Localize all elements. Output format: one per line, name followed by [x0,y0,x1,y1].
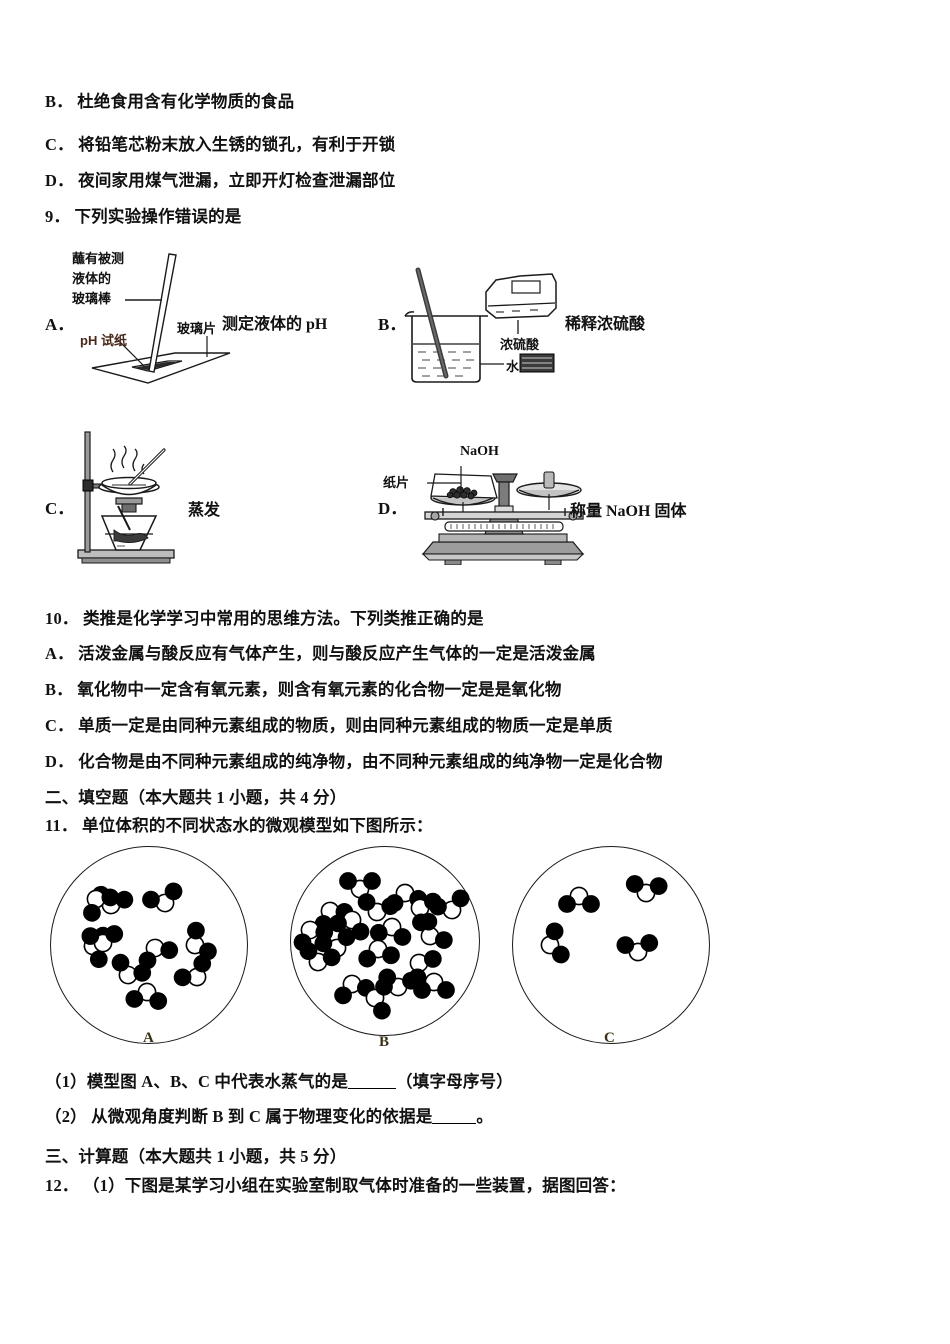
question8-option-d: D． 夜间家用煤气泄漏，立即开灯检查泄漏部位 [45,167,395,191]
answer-blank-2[interactable] [432,1109,477,1124]
question10-option-a: A． 活泼金属与酸反应有气体产生，则与酸反应产生气体的一定是活泼金属 [45,640,596,664]
glass-plate-label: 玻璃片 [177,321,217,336]
option-a-caption: 测定液体的 pH [222,316,328,333]
option-d-mark: D． [378,499,408,518]
option-text: 将铅笔芯粉末放入生锈的锁孔，有利于开锁 [78,135,396,154]
option-b-caption: 稀释浓硫酸 [565,316,646,333]
option-text: 氧化物中一定含有氧元素，则含有氧元素的化合物一定是是氧化物 [77,680,562,699]
balance-svg [421,466,585,566]
option-text: 单质一定是由同种元素组成的物质，则由同种元素组成的物质一定是单质 [78,716,613,735]
question8-option-b: B． 杜绝食用含有化学物质的食品 [45,88,294,112]
option-letter: B． [45,92,73,111]
question11-sub2: （2） 从微观角度判断 B 到 C 属于物理变化的依据是 。 [45,1103,493,1127]
option-letter: C． [45,716,74,735]
ph-rod-label-line2: 液体的 [72,271,112,286]
question-number: 11． [45,816,78,835]
question11-stem: 11． 单位体积的不同状态水的微观模型如下图所示： [45,812,433,836]
question12-stem: 12． （1）下图是某学习小组在实验室制取气体时准备的一些装置，据图回答： [45,1172,626,1196]
option-letter: C． [45,135,74,154]
ph-paper-label: pH 试纸 [80,333,127,348]
sub1-prefix: （1）模型图 A、B、C 中代表水蒸气的是 [45,1072,349,1091]
concentrated-acid-label: 浓硫酸 [500,337,540,352]
option-text: 活泼金属与酸反应有气体产生，则与酸反应产生气体的一定是活泼金属 [78,644,596,663]
question-text: 单位体积的不同状态水的微观模型如下图所示： [82,816,433,835]
answer-blank-1[interactable] [348,1074,397,1089]
option-a-mark: A． [45,315,75,334]
model-a-label: A [143,1030,154,1046]
question9-stem: 9． 下列实验操作错误的是 [45,203,241,227]
paper-sheet-label: 纸片 [383,475,410,490]
balance-weighing-diagram: NaOH 纸片 [383,444,605,566]
question-number: 10． [45,609,79,628]
acid-dilution-diagram: 浓硫酸 水 [400,248,580,388]
option-letter: A． [45,644,74,663]
sub1-suffix: （填字母序号） [396,1072,513,1091]
option-text: 化合物是由不同种元素组成的纯净物，由不同种元素组成的纯净物一定是化合物 [78,752,663,771]
molecule-model-c [512,846,710,1044]
question-text: （1）下图是某学习小组在实验室制取气体时准备的一些装置，据图回答： [82,1176,626,1195]
evaporation-diagram [72,430,202,565]
section3-heading: 三、计算题（本大题共 1 小题，共 5 分） [45,1147,347,1166]
molecule-model-b [290,846,480,1036]
question8-option-c: C． 将铅笔芯粉末放入生锈的锁孔，有利于开锁 [45,131,395,155]
sub2-suffix: 。 [476,1107,494,1126]
evaporation-svg [77,431,175,564]
water-label: 水 [506,359,520,374]
acid-dilution-svg [404,267,557,383]
option-c-mark: C． [45,499,75,518]
question-number: 9． [45,207,71,226]
question-number: 12． [45,1176,79,1195]
question11-sub1: （1）模型图 A、B、C 中代表水蒸气的是 （填字母序号） [45,1068,513,1092]
question10-stem: 10． 类推是化学学习中常用的思维方法。下列类推正确的是 [45,605,484,629]
question-text: 下列实验操作错误的是 [74,207,242,226]
ph-measurement-diagram: 蘸有被测 液体的 玻璃棒 pH 试纸 玻璃片 [70,240,310,390]
question10-option-d: D． 化合物是由不同种元素组成的纯净物，由不同种元素组成的纯净物一定是化合物 [45,748,663,772]
question10-option-b: B． 氧化物中一定含有氧元素，则含有氧元素的化合物一定是是氧化物 [45,676,562,700]
option-d-caption: 称量 NaOH 固体 [570,503,687,520]
option-letter: B． [45,680,73,699]
model-c-label: C [604,1030,615,1046]
option-letter: D． [45,171,74,190]
question-text: 类推是化学学习中常用的思维方法。下列类推正确的是 [82,609,484,628]
option-letter: D． [45,752,74,771]
model-b-label: B [379,1034,390,1050]
naoh-label: NaOH [460,444,499,459]
section2-heading: 二、填空题（本大题共 1 小题，共 4 分） [45,788,347,807]
ph-rod-label-line3: 玻璃棒 [72,291,112,306]
option-b-mark: B． [378,315,407,334]
question10-option-c: C． 单质一定是由同种元素组成的物质，则由同种元素组成的物质一定是单质 [45,712,613,736]
option-text: 杜绝食用含有化学物质的食品 [77,92,295,111]
sub2-prefix: （2） 从微观角度判断 B 到 C 属于物理变化的依据是 [45,1107,433,1126]
ph-rod-label-line1: 蘸有被测 [72,251,125,266]
option-text: 夜间家用煤气泄漏，立即开灯检查泄漏部位 [78,171,396,190]
ph-apparatus-svg [91,253,231,384]
molecule-model-a [50,846,248,1044]
option-c-caption: 蒸发 [188,502,221,519]
